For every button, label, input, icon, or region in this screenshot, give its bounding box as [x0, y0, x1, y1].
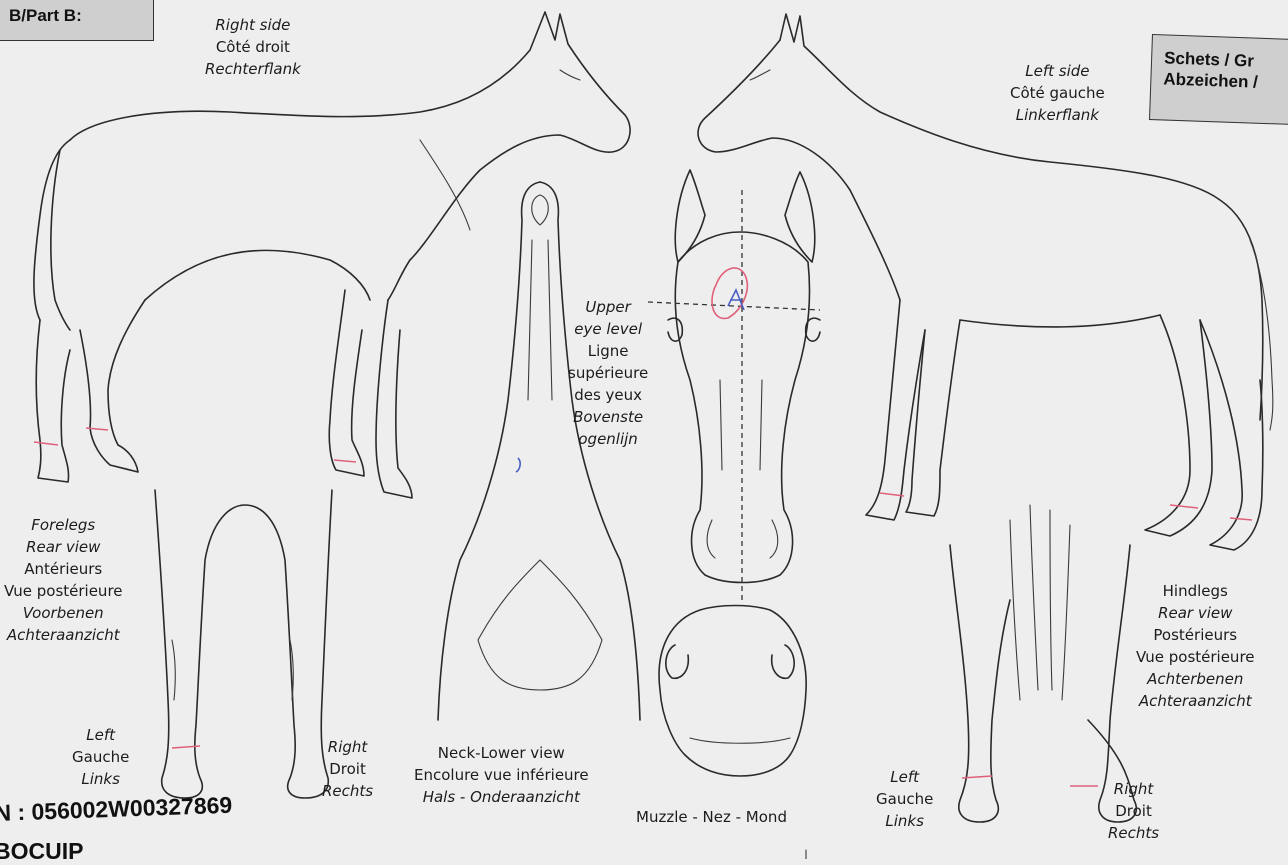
sketch-header: Schets / Gr Abzeichen / — [1149, 34, 1288, 125]
left-side-label: Left side Côté gauche Linkerflank — [1010, 60, 1105, 126]
foreleg-right-label: Right Droit Rechts — [322, 736, 373, 802]
neck-view-label: Neck-Lower view Encolure vue inférieure … — [414, 742, 589, 808]
part-b-header: B/Part B: — [0, 0, 154, 41]
right-side-label: Right side Côté droit Rechterflank — [205, 14, 301, 80]
muzzle-label: Muzzle - Nez - Mond — [636, 806, 787, 828]
hindlegs-label: Hindlegs Rear view Postérieurs Vue posté… — [1136, 580, 1255, 712]
foreleg-left-label: Left Gauche Links — [72, 724, 129, 790]
forelegs-label: Forelegs Rear view Antérieurs Vue postér… — [4, 514, 123, 646]
neck-lower-view — [438, 182, 640, 720]
head-front-view — [648, 170, 820, 600]
hindleg-left-label: Left Gauche Links — [876, 766, 933, 832]
forelegs-rear-view — [155, 490, 332, 798]
sketch-header-line2: Abzeichen / — [1163, 68, 1288, 94]
hindlegs-rear-view — [950, 505, 1136, 822]
hindleg-right-label: Right Droit Rechts — [1108, 778, 1159, 844]
right-side-horse — [34, 12, 630, 498]
part-b-label: B/Part B: — [9, 6, 82, 25]
muzzle-view — [659, 606, 806, 777]
horse-name-partial: BOCUIP — [0, 838, 83, 865]
eye-level-label: Upper eye level Ligne supérieure des yeu… — [568, 296, 648, 450]
